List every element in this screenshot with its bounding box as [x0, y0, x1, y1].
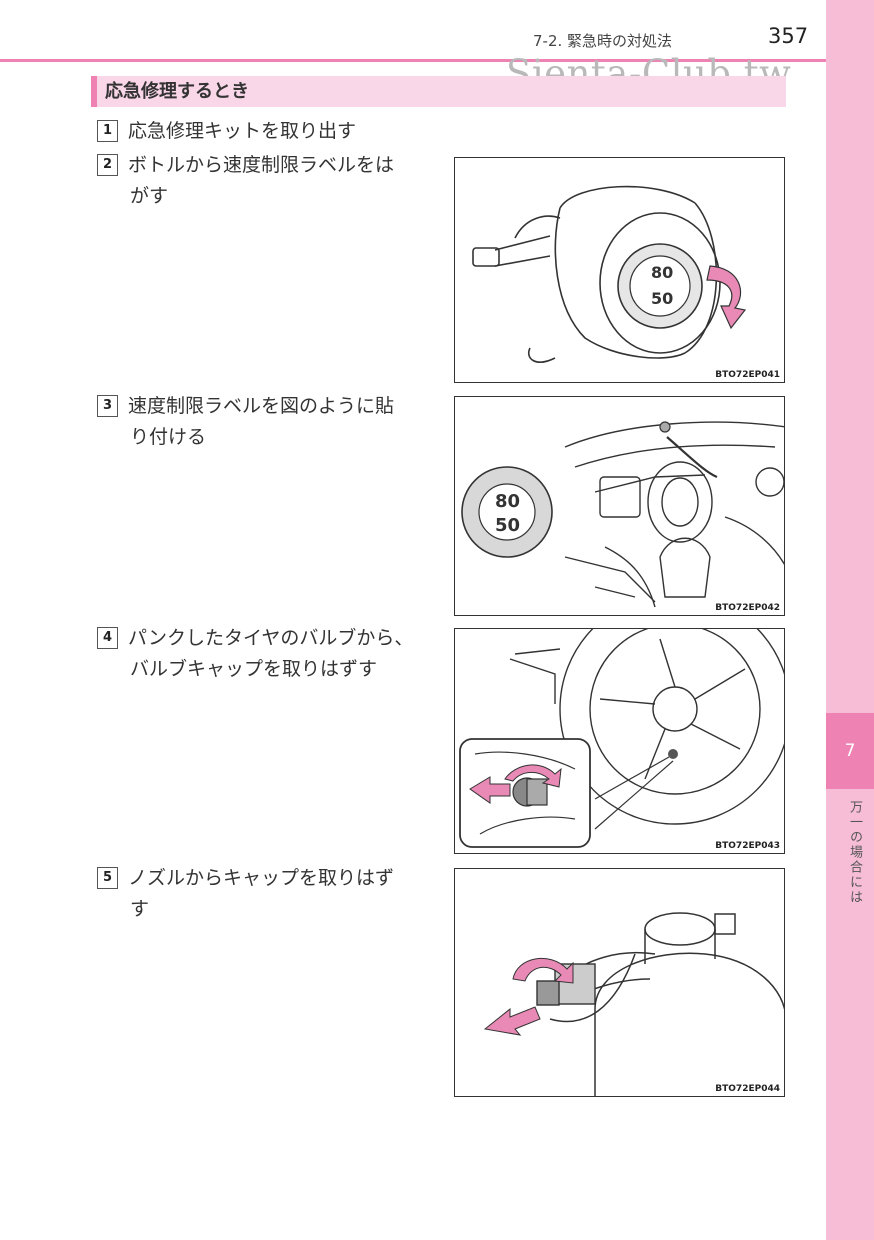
- nozzle-illustration: [483, 912, 784, 1096]
- step-text: ノズルからキャップを取りはず: [128, 867, 395, 889]
- step-4: 4 パンクしたタイヤのバルブから、 バルブキャップを取りはずす: [97, 623, 442, 685]
- pull-arrow: [483, 1006, 541, 1036]
- figure-remove-label: 80 50 BTO72EP041: [454, 157, 785, 383]
- figure-code: BTO72EP042: [715, 603, 780, 613]
- step-1: 1 応急修理キットを取り出す: [97, 116, 442, 147]
- dashboard-illustration: 80 50: [461, 421, 784, 608]
- figure-code: BTO72EP041: [715, 370, 780, 380]
- closeup-speed-50: 50: [495, 515, 520, 536]
- chapter-title: 万一の場合には: [847, 800, 862, 905]
- step-number: 4: [97, 627, 118, 649]
- closeup-speed-80: 80: [495, 491, 520, 512]
- figure-attach-label: 80 50 BTO72EP042: [454, 396, 785, 616]
- wheel-illustration: [459, 629, 784, 848]
- peel-arrow: [706, 265, 747, 330]
- figure-code: BTO72EP044: [715, 1084, 780, 1094]
- pointer-line: [666, 436, 718, 479]
- step-text-continued: がす: [130, 185, 169, 207]
- step-text: 応急修理キットを取り出す: [128, 120, 357, 142]
- figure-nozzle-cap: BTO72EP044: [454, 868, 785, 1097]
- label-speed-80: 80: [651, 263, 673, 282]
- bottle-illustration: 80 50: [472, 185, 747, 363]
- figure-code: BTO72EP043: [715, 841, 780, 851]
- step-2: 2 ボトルから速度制限ラベルをは がす: [97, 150, 442, 212]
- nozzle-cap: [536, 980, 560, 1006]
- step-number: 1: [97, 120, 118, 142]
- step-text: パンクしたタイヤのバルブから、: [128, 627, 414, 649]
- step-5: 5 ノズルからキャップを取りはず す: [97, 863, 442, 925]
- step-number: 3: [97, 395, 118, 417]
- step-text: ボトルから速度制限ラベルをは: [128, 154, 395, 176]
- section-title: 応急修理するとき: [91, 76, 786, 107]
- header-rule: [0, 59, 826, 62]
- step-number: 2: [97, 154, 118, 176]
- turn-arrow: [504, 764, 562, 788]
- step-text-continued: す: [130, 898, 150, 920]
- pull-arrow: [469, 776, 511, 804]
- page-number: 357: [768, 24, 809, 48]
- step-3: 3 速度制限ラベルを図のように貼 り付ける: [97, 391, 442, 453]
- label-speed-50: 50: [651, 289, 673, 308]
- side-tab: [826, 0, 874, 1240]
- step-number: 5: [97, 867, 118, 889]
- turn-arrow: [512, 958, 574, 984]
- step-text-continued: り付ける: [130, 426, 207, 448]
- step-text: 速度制限ラベルを図のように貼: [128, 395, 395, 417]
- step-text-continued: バルブキャップを取りはずす: [130, 658, 378, 680]
- attached-label-dot: [659, 421, 671, 433]
- header-section-name: 7-2. 緊急時の対処法: [533, 32, 673, 50]
- chapter-number-tab[interactable]: 7: [826, 713, 874, 789]
- figure-valve-cap: BTO72EP043: [454, 628, 785, 854]
